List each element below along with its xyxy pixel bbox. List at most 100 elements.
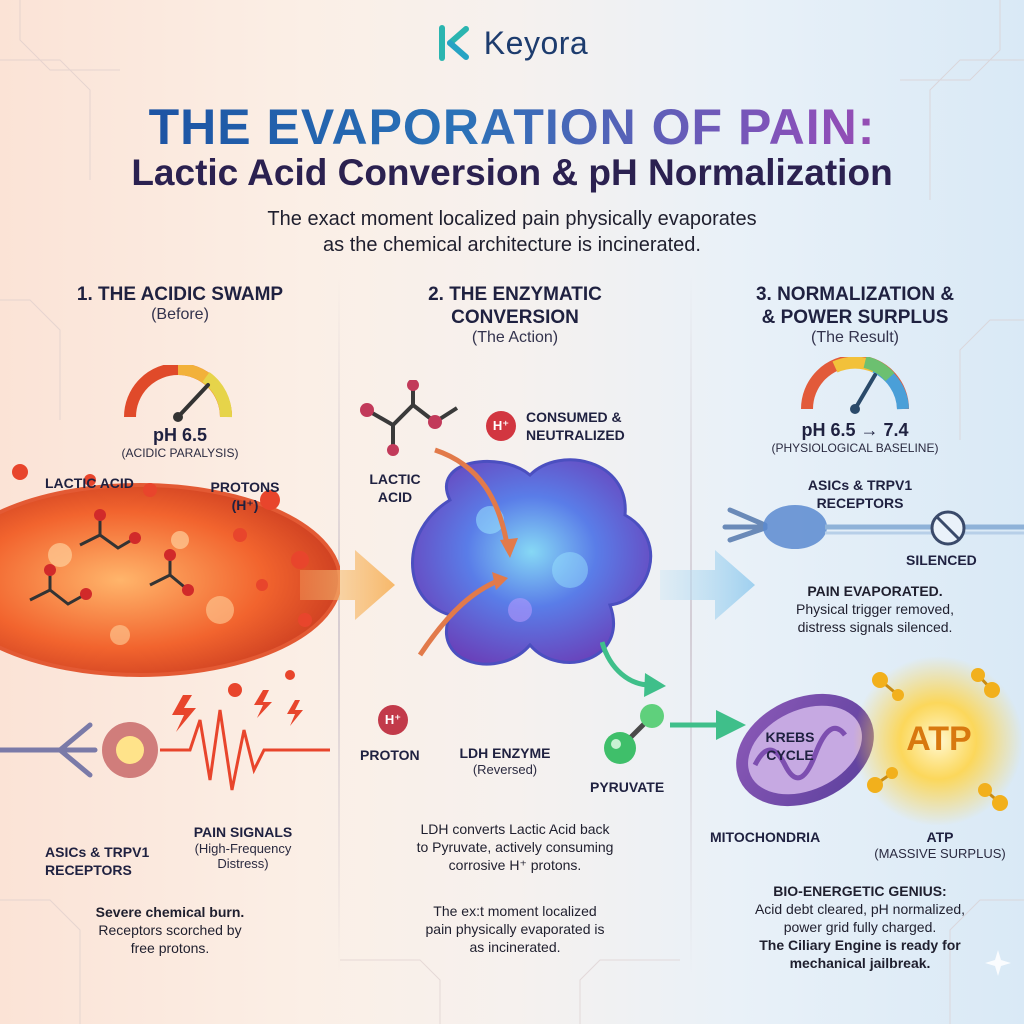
col3-krebs-line: CYCLE <box>766 747 814 763</box>
col1-caption: Severe chemical burn. Receptors scorched… <box>20 903 320 957</box>
col1-protons-label: PROTONS (H⁺) <box>210 478 280 514</box>
col3-silenced-label: SILENCED <box>906 552 977 568</box>
col2-heading-line: CONVERSION <box>451 307 579 328</box>
col1-protons-line: PROTONS <box>210 479 280 495</box>
col2-subheading: (The Action) <box>471 329 559 346</box>
col3-atp-label: ATP (MASSIVE SURPLUS) <box>870 828 1010 861</box>
col3-genius-line: mechanical jailbreak. <box>789 955 931 971</box>
col3-pain-caption: PAIN EVAPORATED. Physical trigger remove… <box>730 582 1020 636</box>
col3-pain-line: distress signals silenced. <box>797 619 953 635</box>
col3-ph-readout: pH 6.5 → 7.4 (PHYSIOLOGICAL BASELINE) <box>740 420 970 456</box>
flow-arrow-icon <box>670 710 746 740</box>
col3-atp-note: (MASSIVE SURPLUS) <box>874 846 1006 861</box>
col2-desc-line: corrosive H⁺ protons. <box>448 857 582 873</box>
mitochondria-illustration <box>736 693 874 807</box>
col2-consumed-label: CONSUMED & NEUTRALIZED <box>526 408 625 444</box>
col1-signals-title: PAIN SIGNALS <box>193 824 293 840</box>
col1-pain-signals-label: PAIN SIGNALS (High-Frequency Distress) <box>178 823 308 871</box>
col2-enzyme-label: LDH ENZYME (Reversed) <box>450 744 560 777</box>
silenced-icon <box>930 510 966 546</box>
col1-subheading: (Before) <box>151 306 209 323</box>
col1-protons-line: (H⁺) <box>231 497 259 513</box>
col3-header: 3. NORMALIZATION & & POWER SURPLUS (The … <box>700 283 1010 347</box>
ph-gauge-icon <box>124 365 232 422</box>
column-divider <box>690 275 692 975</box>
col2-consumed-line: CONSUMED & <box>526 409 622 425</box>
col2-h-badge: H⁺ <box>486 411 516 441</box>
col1-ph-value: pH 6.5 <box>152 425 208 445</box>
flow-arrow-icon <box>660 550 755 620</box>
col3-genius-caption: BIO-ENERGETIC GENIUS: Acid debt cleared,… <box>705 882 1015 972</box>
ph-gauge-icon <box>801 357 909 414</box>
col2-moment-text: The ex:t moment localized pain physicall… <box>365 902 665 956</box>
sparkle-icon <box>985 950 1011 976</box>
acid-swamp-illustration <box>0 464 340 697</box>
col3-receptors-line: ASICs & TRPV1 <box>807 477 913 493</box>
col1-caption-line: Receptors scorched by <box>98 922 242 938</box>
col2-lactic-line: LACTIC <box>369 471 421 487</box>
col1-heading: 1. THE ACIDIC SWAMP <box>76 284 284 305</box>
col1-receptors-line: ASICs & TRPV1 <box>45 844 150 860</box>
col1-header: 1. THE ACIDIC SWAMP (Before) <box>20 283 340 324</box>
col1-receptors-label: ASICs & TRPV1 RECEPTORS <box>45 843 149 879</box>
silenced-receptor-illustration <box>722 505 1024 549</box>
col2-pyruvate-label: PYRUVATE <box>590 779 665 795</box>
atp-burst-illustration <box>853 656 1023 825</box>
col3-krebs-line: KREBS <box>765 729 815 745</box>
col3-pain-line: Physical trigger removed, <box>796 601 954 617</box>
col3-receptors-line: RECEPTORS <box>816 495 904 511</box>
col3-atp-big: ATP <box>906 720 972 758</box>
page-subtitle: Lactic Acid Conversion & pH Normalizatio… <box>131 152 893 193</box>
col2-proton-label: PROTON <box>360 747 420 763</box>
keyora-logo-icon <box>438 25 469 61</box>
brand-header: Keyora <box>0 24 1024 62</box>
col3-ph-note: (PHYSIOLOGICAL BASELINE) <box>771 441 939 455</box>
flow-arrow-icon <box>300 550 395 620</box>
col1-caption-line: free protons. <box>130 940 210 956</box>
col2-description: LDH converts Lactic Acid back to Pyruvat… <box>365 820 665 874</box>
col3-heading-line: & POWER SURPLUS <box>761 307 949 328</box>
col2-lactic-line: ACID <box>377 489 413 505</box>
col3-ph-value: pH 6.5 → 7.4 <box>801 420 909 440</box>
col3-krebs-label: KREBS CYCLE <box>755 728 825 764</box>
pain-receptor-illustration <box>0 690 330 791</box>
col2-proton-badge: H⁺ <box>378 705 408 735</box>
intro-text: The exact moment localized pain physical… <box>212 206 812 258</box>
col2-desc-line: LDH converts Lactic Acid back <box>420 821 610 837</box>
lightning-icon <box>172 690 303 732</box>
col1-ph-note: (ACIDIC PARALYSIS) <box>121 446 239 460</box>
col1-signals-note: (High-Frequency <box>194 841 292 856</box>
col3-genius-line: The Ciliary Engine is ready for <box>759 937 961 953</box>
ldh-enzyme-illustration <box>411 447 653 666</box>
page-title: THE EVAPORATION OF PAIN: <box>0 98 1024 156</box>
col3-atp-title: ATP <box>926 829 954 845</box>
col2-moment-line: pain physically evaporated is <box>425 921 605 937</box>
lactic-acid-molecule-icon <box>360 380 459 456</box>
col2-enzyme-note: (Reversed) <box>472 762 538 777</box>
col2-lactic-label: LACTIC ACID <box>360 470 430 506</box>
pyruvate-molecule-icon <box>604 704 664 764</box>
col3-pain-bold: PAIN EVAPORATED. <box>807 583 943 599</box>
col1-ph-readout: pH 6.5 (ACIDIC PARALYSIS) <box>90 425 270 461</box>
column-divider <box>338 275 340 975</box>
col2-desc-line: to Pyruvate, actively consuming <box>416 839 614 855</box>
col1-lactic-acid-label: LACTIC ACID <box>45 475 134 491</box>
intro-line: as the chemical architecture is incinera… <box>323 234 701 256</box>
col2-heading-line: 2. THE ENZYMATIC <box>428 284 602 305</box>
col2-enzyme-title: LDH ENZYME <box>459 745 551 761</box>
col3-genius-line: Acid debt cleared, pH normalized, <box>754 901 966 917</box>
col3-genius-line: power grid fully charged. <box>783 919 937 935</box>
col3-heading-line: 3. NORMALIZATION & <box>755 284 955 305</box>
col3-mito-label: MITOCHONDRIA <box>710 829 821 845</box>
col3-subheading: (The Result) <box>810 329 900 346</box>
brand-name: Keyora <box>483 24 589 61</box>
col1-receptors-line: RECEPTORS <box>45 862 132 878</box>
conversion-arrow-icon <box>600 641 666 697</box>
col2-moment-line: as incinerated. <box>469 939 561 955</box>
col1-signals-note: Distress) <box>217 856 269 871</box>
col2-consumed-line: NEUTRALIZED <box>526 427 625 443</box>
intro-line: The exact moment localized pain physical… <box>267 208 757 230</box>
col3-genius-bold: BIO-ENERGETIC GENIUS: <box>773 883 947 899</box>
